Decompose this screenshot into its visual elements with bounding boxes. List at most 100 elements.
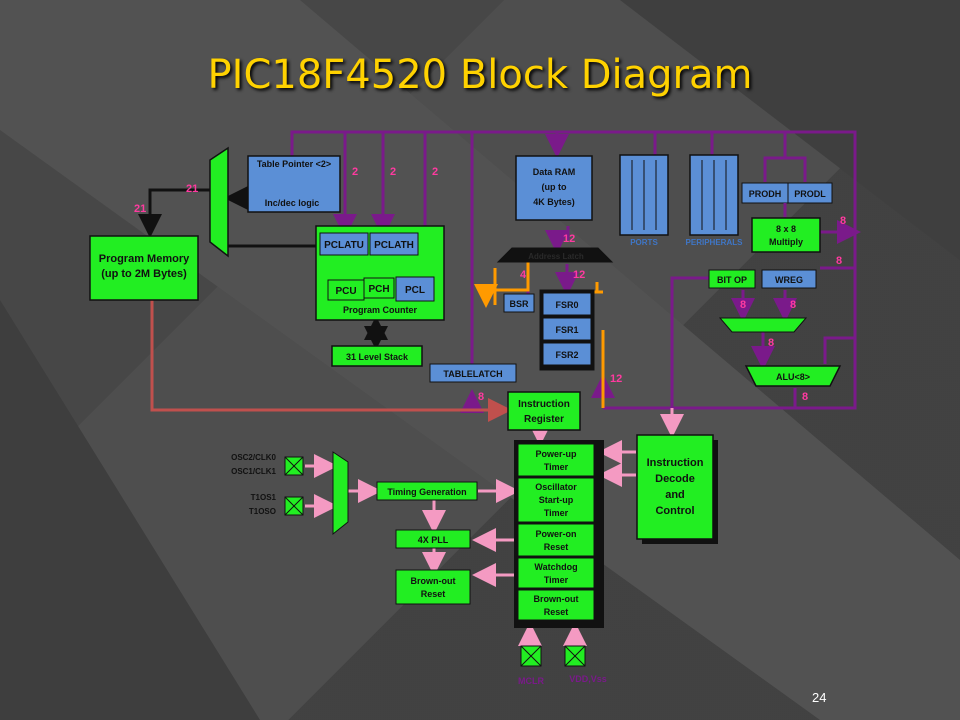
peripherals-label: PERIPHERALS	[686, 238, 744, 247]
bus-width-label: 8	[840, 215, 846, 227]
alu-input-mux	[718, 317, 808, 333]
brownout-left-label-2: Reset	[421, 589, 446, 599]
watchdog-timer-label-2: Timer	[544, 575, 569, 585]
address-latch-block: Address Latch	[496, 247, 614, 263]
poweron-reset-label-2: Reset	[544, 542, 569, 552]
fsr-block: FSR0 FSR1 FSR2	[539, 289, 595, 371]
timers-block: Power-up Timer Oscillator Start-up Timer…	[514, 440, 604, 628]
instruction-register-label: Instruction	[518, 399, 570, 410]
stack-block: 31 Level Stack	[331, 345, 423, 367]
bus-width-label: 2	[352, 166, 358, 178]
data-ram-label-2: (up to	[542, 182, 567, 192]
fsr1-label: FSR1	[555, 325, 578, 335]
multiply-label: 8 x 8	[776, 224, 796, 234]
bitop-label: BIT OP	[717, 275, 747, 285]
brownout-left-block: Brown-out Reset	[395, 569, 471, 605]
mclr-pin-label: MCLR	[518, 676, 544, 686]
program-mux	[209, 146, 229, 258]
bus-width-label: 8	[478, 391, 484, 403]
bus-width-label: 21	[134, 203, 146, 215]
program-counter-label: Program Counter	[343, 305, 418, 315]
control-lines	[305, 408, 684, 646]
pclatu-label: PCLATU	[324, 240, 364, 251]
page-number: 24	[812, 690, 827, 705]
table-pointer-block: Table Pointer <2> Inc/dec logic	[247, 155, 341, 213]
instruction-decode-label-4: Control	[655, 505, 694, 517]
instruction-decode-label: Instruction	[647, 457, 704, 469]
alu-label: ALU<8>	[776, 372, 810, 382]
timing-generation-label: Timing Generation	[387, 487, 466, 497]
fsr0-label: FSR0	[555, 300, 578, 310]
data-ram-block: Data RAM (up to 4K Bytes)	[515, 155, 593, 221]
poweron-reset-label: Power-on	[535, 529, 576, 539]
inc-dec-logic-label: Inc/dec logic	[265, 198, 320, 208]
prodl-label: PRODL	[794, 189, 826, 199]
fsr2-label: FSR2	[555, 350, 578, 360]
vdd-vss-pin-label: VDD,Vss	[569, 674, 607, 684]
bus-width-label: 8	[802, 391, 808, 403]
program-counter-block: PCLATU PCLATH PCU PCH PCL Program Counte…	[315, 225, 445, 321]
address-bus	[474, 262, 605, 408]
instruction-register-label-2: Register	[524, 414, 564, 425]
pclath-label: PCLATH	[374, 240, 414, 251]
program-memory-size-label: (up to 2M Bytes)	[101, 268, 187, 280]
prodh-label: PRODH	[749, 189, 782, 199]
program-memory-block: Program Memory (up to 2M Bytes)	[89, 235, 199, 301]
bus-width-label: 8	[790, 299, 796, 311]
pcl-label: PCL	[405, 285, 425, 296]
t1osc-pin	[284, 496, 304, 516]
instruction-decode-label-3: and	[665, 489, 685, 501]
wreg-label: WREG	[775, 275, 803, 285]
osc-pin-labels: OSC2/CLK0 OSC1/CLK1 T1OS1 T1OSO	[231, 453, 276, 516]
pll-block: 4X PLL	[395, 529, 471, 549]
tablelatch-label: TABLELATCH	[443, 369, 502, 379]
clock-mux	[332, 451, 349, 536]
address-latch-label: Address Latch	[528, 252, 584, 261]
alu-block: ALU<8>	[744, 365, 842, 387]
vdd-vss-pin: VDD,Vss	[564, 645, 607, 684]
ports-block: PORTS	[619, 154, 669, 247]
bus-width-label: 21	[186, 183, 198, 195]
data-ram-label: Data RAM	[533, 167, 576, 177]
mclr-pin: MCLR	[518, 645, 544, 686]
pch-label: PCH	[368, 284, 389, 295]
pll-label: 4X PLL	[418, 535, 449, 545]
pcu-label: PCU	[335, 286, 356, 297]
bus-width-label: 12	[610, 373, 622, 385]
osc-startup-label-3: Timer	[544, 508, 569, 518]
bsr-block: BSR	[503, 293, 535, 313]
osc2-pin-label: OSC2/CLK0	[231, 453, 276, 462]
program-memory-label: Program Memory	[99, 253, 190, 265]
tablelatch-block: TABLELATCH	[429, 363, 517, 383]
brownout-left-label: Brown-out	[411, 576, 456, 586]
osc-startup-label-2: Start-up	[539, 495, 574, 505]
bsr-label: BSR	[509, 299, 529, 309]
bus-width-label: 12	[573, 269, 585, 281]
multiply-label-2: Multiply	[769, 237, 803, 247]
bus-width-label: 8	[660, 371, 666, 383]
powerup-timer-label-2: Timer	[544, 462, 569, 472]
instruction-decode-block: Instruction Decode and Control	[636, 434, 718, 544]
bus-width-label: 8	[843, 235, 849, 247]
bus-width-label: 8	[740, 299, 746, 311]
t1os1-pin-label: T1OS1	[251, 493, 277, 502]
multiply-block: 8 x 8 Multiply	[751, 203, 821, 253]
bus-width-label: 2	[432, 166, 438, 178]
bus-width-label: 2	[390, 166, 396, 178]
osc-pin	[284, 456, 304, 476]
bus-width-label: 4	[520, 269, 527, 281]
peripherals-block: PERIPHERALS	[686, 154, 744, 247]
timing-generation-block: Timing Generation	[376, 481, 478, 501]
slide-title: PIC18F4520 Block Diagram	[207, 52, 753, 98]
powerup-timer-label: Power-up	[535, 449, 577, 459]
table-pointer-label: Table Pointer <2>	[257, 159, 331, 169]
data-ram-label-3: 4K Bytes)	[533, 197, 575, 207]
instruction-bus	[150, 300, 512, 422]
stack-label: 31 Level Stack	[346, 352, 409, 362]
osc1-pin-label: OSC1/CLK1	[231, 467, 276, 476]
instruction-decode-label-2: Decode	[655, 473, 695, 485]
watchdog-timer-label: Watchdog	[534, 562, 577, 572]
